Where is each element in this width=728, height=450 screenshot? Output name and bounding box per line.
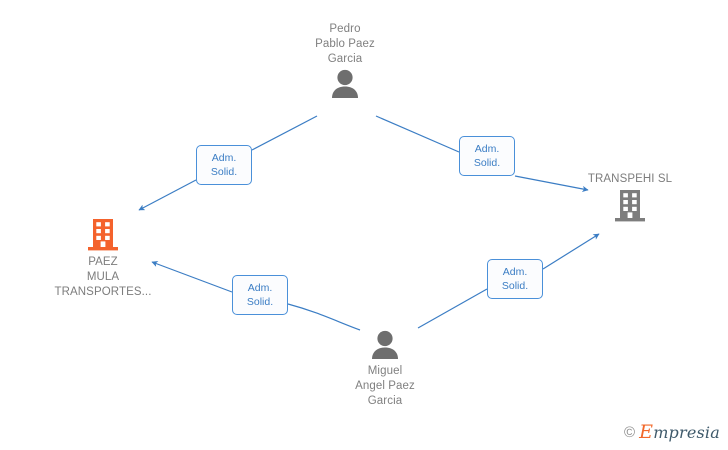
edge-label-miguel-to-paez-mula[interactable]: Adm. Solid. bbox=[232, 275, 288, 315]
building-icon bbox=[88, 218, 118, 251]
node-label-miguel: Miguel Angel Paez Garcia bbox=[355, 365, 415, 407]
node-transpehi-sl[interactable]: TRANSPEHI SL bbox=[545, 172, 715, 222]
copyright-icon: © bbox=[624, 424, 636, 441]
brand-rest: mpresia bbox=[653, 423, 720, 442]
person-icon bbox=[328, 69, 362, 99]
brand-wordmark: Empresia bbox=[639, 423, 720, 442]
node-label-transpehi: TRANSPEHI SL bbox=[587, 173, 673, 185]
edge-label-pedro-to-transpehi[interactable]: Adm. Solid. bbox=[459, 136, 515, 176]
edge-label-pedro-to-paez-mula[interactable]: Adm. Solid. bbox=[196, 145, 252, 185]
building-icon bbox=[615, 189, 645, 222]
empresia-watermark: © Empresia bbox=[624, 423, 720, 442]
node-pedro-pablo-paez-garcia[interactable]: Pedro Pablo Paez Garcia bbox=[260, 22, 430, 99]
node-label-paez-mula: PAEZ MULA TRANSPORTES... bbox=[54, 256, 152, 298]
brand-initial: E bbox=[639, 421, 654, 443]
node-label-pedro: Pedro Pablo Paez Garcia bbox=[315, 23, 375, 65]
edge-label-miguel-to-transpehi[interactable]: Adm. Solid. bbox=[487, 259, 543, 299]
node-miguel-angel-paez-garcia[interactable]: Miguel Angel Paez Garcia bbox=[300, 330, 470, 409]
node-paez-mula-transportes[interactable]: PAEZ MULA TRANSPORTES... bbox=[18, 218, 188, 300]
person-icon bbox=[368, 330, 402, 360]
